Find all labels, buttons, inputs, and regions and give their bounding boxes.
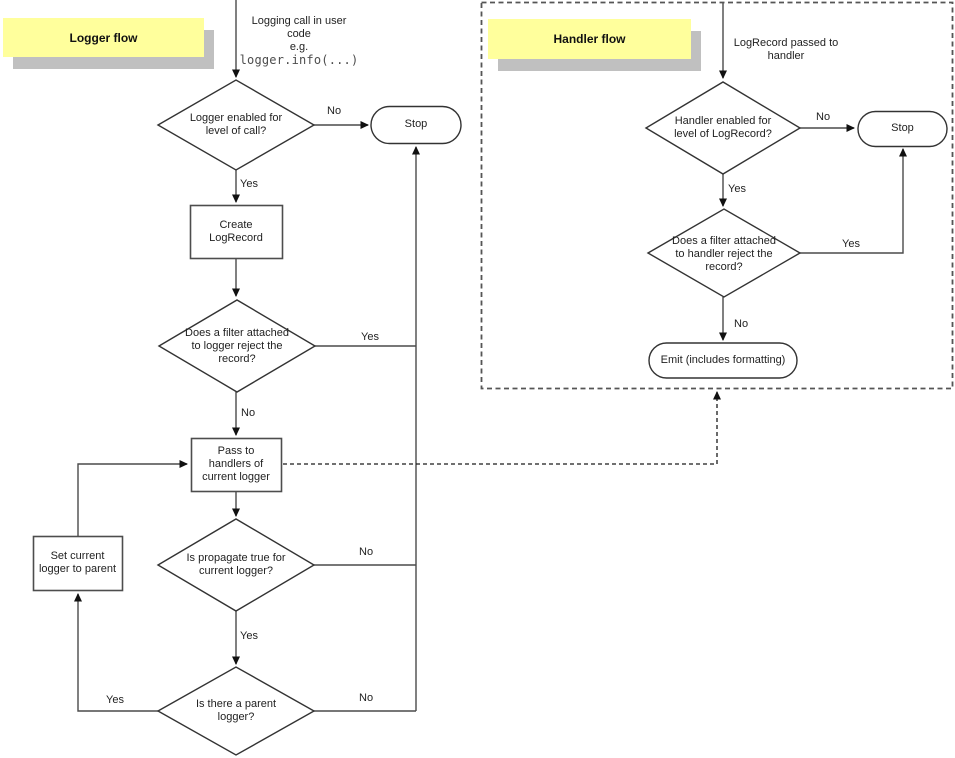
edge-label-h2-yes: Yes [842, 238, 860, 250]
edge-label-h2-no: No [734, 318, 749, 330]
decision-propagate [156, 518, 316, 612]
decision-logger-enabled [156, 79, 316, 171]
decision-handler-filter [646, 208, 802, 298]
handler-flow-boundary [480, 1, 954, 390]
decision-parent-logger [156, 666, 316, 756]
label-parent-logger: Is there a parent logger? [195, 698, 277, 723]
annotation-logrecord-passed: LogRecord passed to handler [733, 37, 839, 62]
terminator-emit [648, 342, 798, 379]
process-create-logrecord [189, 204, 284, 260]
edge-h2-yes [800, 148, 907, 254]
logging-call-code: logger.info(...) [239, 53, 359, 67]
label-handler-filter: Does a filter attached to handler reject… [672, 234, 776, 273]
terminator-stop-handler [857, 110, 948, 148]
label-set-current-logger: Set current logger to parent [38, 550, 117, 575]
edge-label-d1-yes: Yes [240, 178, 258, 190]
process-set-current-logger [32, 535, 124, 592]
label-pass-to-handlers: Pass to handlers of current logger [202, 445, 270, 483]
label-stop-logger: Stop [404, 118, 428, 130]
decision-handler-enabled [644, 81, 802, 175]
annotation-logging-call: Logging call in user code e.g. logger.in… [239, 15, 359, 67]
edge-label-d3-no: No [359, 546, 374, 558]
label-create-logrecord: Create LogRecord [209, 218, 263, 244]
edge-pass-to-handlerflow-dashed [283, 391, 721, 465]
terminator-stop-logger [370, 105, 462, 145]
logger-flow-title: Logger flow [69, 30, 138, 45]
handler-flow-title: Handler flow [553, 32, 626, 46]
label-logger-enabled: Logger enabled for level of call? [189, 112, 283, 137]
edge-label-d2-no: No [241, 407, 256, 419]
edge-label-d2-yes: Yes [361, 331, 379, 343]
edge-label-h1-yes: Yes [728, 183, 746, 195]
label-logger-filter: Does a filter attached to logger reject … [185, 326, 289, 365]
process-pass-to-handlers [190, 437, 283, 493]
edge-label-h1-no: No [816, 111, 831, 123]
label-emit: Emit (includes formatting) [660, 354, 786, 366]
edge-label-d4-no: No [359, 692, 374, 704]
edge-label-d3-yes: Yes [240, 630, 258, 642]
label-handler-enabled: Handler enabled for level of LogRecord? [674, 115, 772, 140]
decision-logger-filter [157, 299, 317, 393]
handler-flow-note: Handler flow [488, 19, 691, 59]
label-propagate: Is propagate true for current logger? [186, 552, 286, 577]
edge-d4-yes [74, 593, 158, 712]
label-stop-handler: Stop [891, 122, 914, 134]
logger-flow-note: Logger flow [3, 18, 204, 57]
edge-setparent-to-pass [77, 460, 188, 536]
edge-label-d1-no: No [327, 105, 342, 117]
edge-label-d4-yes: Yes [106, 694, 124, 706]
